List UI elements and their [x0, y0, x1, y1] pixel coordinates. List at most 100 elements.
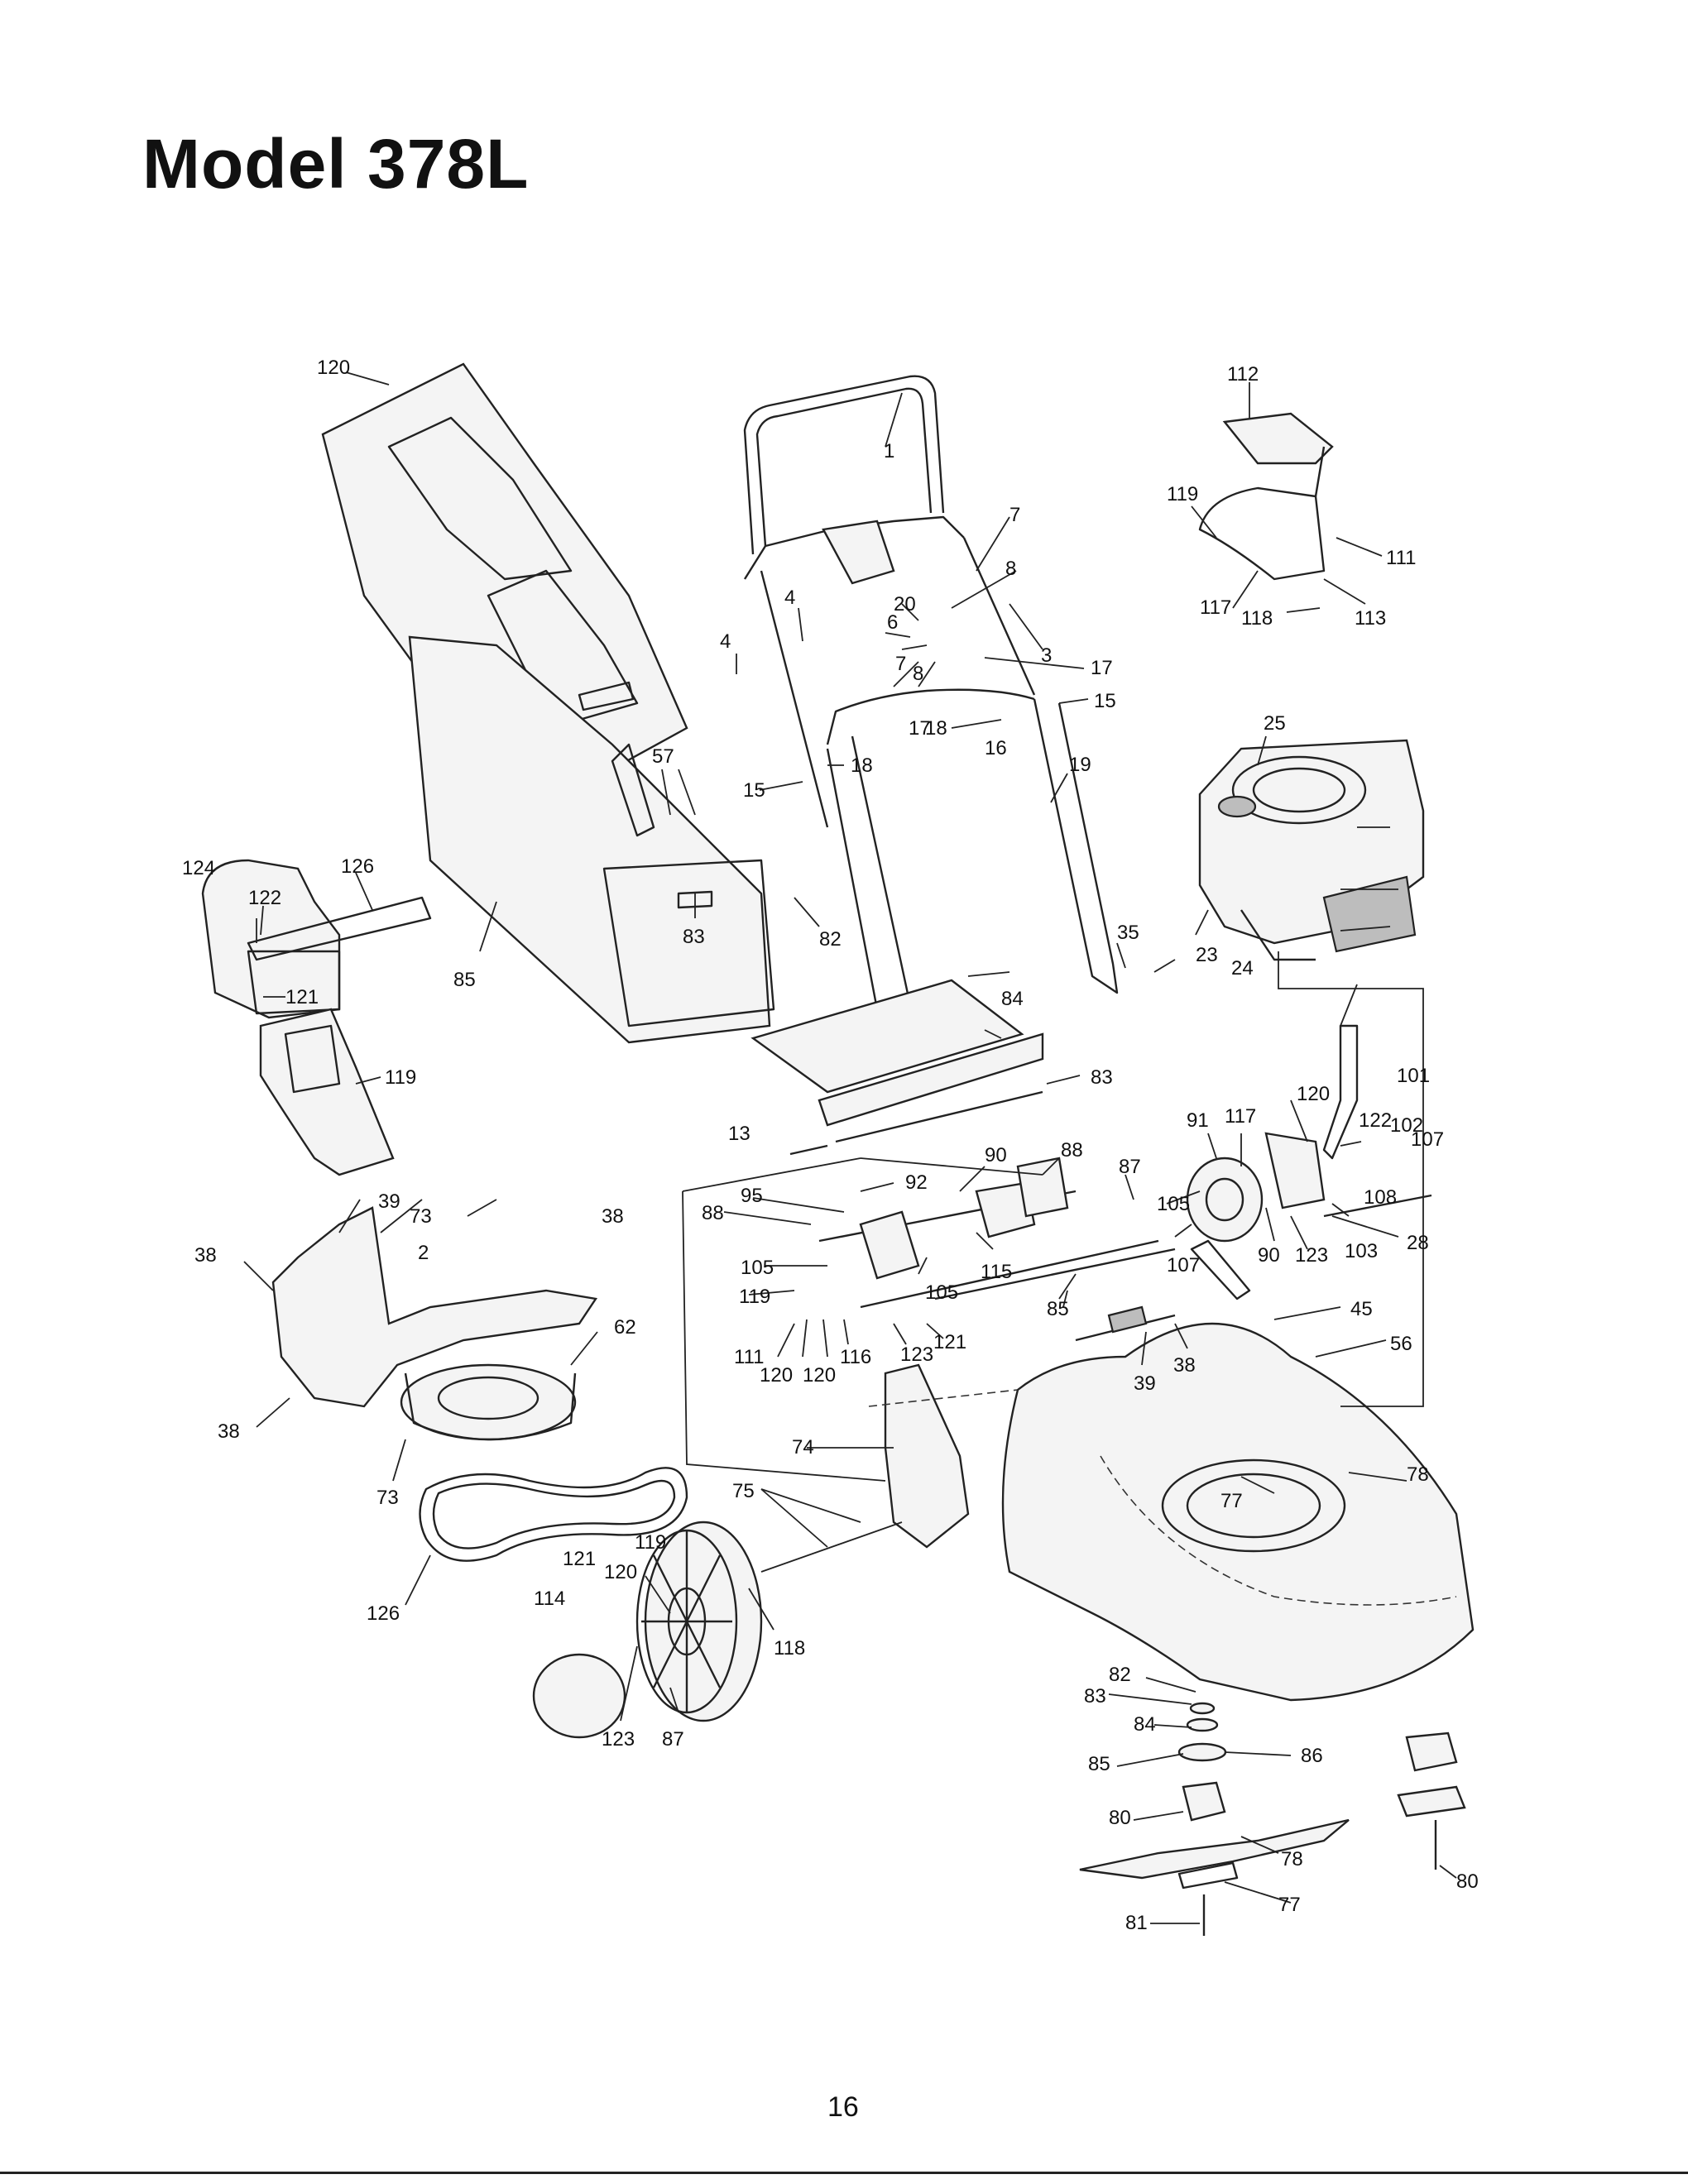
callout-label: 92: [905, 1171, 928, 1194]
callout-label: 38: [602, 1205, 624, 1228]
callout-label: 4: [784, 587, 795, 609]
callout-label: 13: [728, 1123, 750, 1145]
callout-label: 85: [453, 969, 476, 991]
callout-label: 80: [1109, 1807, 1131, 1829]
callout-label: 84: [1134, 1713, 1156, 1736]
callout-label: 78: [1281, 1848, 1303, 1870]
callout-label: 57: [652, 745, 674, 768]
callout-label: 122: [1359, 1109, 1392, 1132]
engine-drawing: [1198, 739, 1425, 961]
callout-label: 95: [741, 1185, 763, 1207]
callout-label: 82: [819, 928, 842, 951]
callout-label: 103: [1345, 1240, 1378, 1262]
callout-label: 19: [1069, 754, 1091, 776]
callout-label: 38: [1173, 1354, 1196, 1377]
callout-label: 111: [1386, 547, 1416, 569]
callout-label: 74: [792, 1436, 814, 1458]
callout-label: 75: [732, 1480, 755, 1502]
callout-label: 16: [985, 737, 1007, 759]
rear-baffle-drawing: [271, 1206, 598, 1441]
callout-label: 15: [1094, 690, 1116, 712]
callout-label: 18: [925, 717, 947, 740]
callout-label: 85: [1088, 1753, 1110, 1775]
drive-belt-drawing: [419, 1467, 688, 1562]
callout-label: 105: [1157, 1193, 1190, 1215]
callout-label: 24: [1231, 957, 1254, 979]
callout-label: 123: [602, 1728, 635, 1751]
callout-label: 101: [1397, 1065, 1430, 1087]
callout-label: 120: [1297, 1083, 1330, 1105]
callout-label: 45: [1350, 1298, 1373, 1320]
callout-label: 2: [418, 1242, 429, 1264]
drive-assembly-drawing: [818, 1024, 1432, 1342]
grass-bag-top-drawing: [321, 362, 688, 779]
callout-label: 121: [285, 986, 319, 1008]
callout-label: 108: [1364, 1186, 1397, 1209]
callout-label: 113: [1355, 607, 1386, 630]
rear-deflector-drawing: [750, 979, 1044, 1156]
callout-label: 28: [1407, 1232, 1429, 1254]
wheel-bracket-drawing: [884, 1363, 970, 1549]
page-number: 16: [827, 2091, 859, 2123]
callout-label: 120: [760, 1364, 793, 1387]
callout-label: 119: [1167, 483, 1198, 505]
callout-label: 38: [194, 1244, 217, 1267]
callout-label: 38: [218, 1420, 240, 1443]
bottom-rule: [0, 2172, 1688, 2174]
callout-label: 83: [1084, 1685, 1106, 1707]
callout-label: 88: [1061, 1139, 1083, 1161]
callout-label: 120: [803, 1364, 836, 1387]
callout-label: 121: [933, 1331, 966, 1353]
callout-label: 119: [635, 1531, 666, 1554]
callout-label: 3: [1041, 644, 1052, 667]
leader-lines: [243, 371, 1457, 1924]
callout-label: 85: [1047, 1298, 1069, 1320]
callout-label: 25: [1264, 712, 1286, 735]
callout-label: 73: [376, 1487, 399, 1509]
callout-label: 91: [1187, 1109, 1209, 1132]
callout-label: 88: [702, 1202, 724, 1224]
callout-label: 107: [1411, 1128, 1444, 1151]
callout-label: 82: [1109, 1664, 1131, 1686]
callout-label: 18: [851, 754, 873, 777]
callout-label: 118: [1241, 607, 1273, 630]
callout-label: 77: [1278, 1894, 1301, 1916]
callout-label: 83: [683, 926, 705, 948]
control-bracket-drawing: [1198, 412, 1334, 581]
callout-label: 120: [317, 357, 350, 379]
callout-label: 7: [1009, 504, 1020, 526]
callout-label: 123: [1295, 1244, 1328, 1267]
callout-label: 119: [385, 1066, 416, 1089]
callout-label: 126: [341, 855, 374, 878]
rear-side-cover-drawing: [201, 859, 432, 1019]
callout-label: 78: [1407, 1463, 1429, 1486]
callout-label: 90: [985, 1144, 1007, 1166]
callout-label: 17: [1091, 657, 1113, 679]
callout-label: 20: [894, 593, 916, 615]
callout-label: 90: [1258, 1244, 1280, 1267]
callout-label: 112: [1227, 363, 1259, 386]
callout-label: 81: [1125, 1912, 1148, 1934]
callout-label: 124: [182, 857, 215, 879]
callout-label: 105: [925, 1281, 958, 1304]
callout-label: 77: [1220, 1490, 1243, 1512]
callout-label: 15: [743, 779, 765, 802]
callout-label: 102: [1390, 1114, 1423, 1137]
callout-label: 105: [741, 1257, 774, 1279]
callout-label: 107: [1167, 1254, 1200, 1276]
callout-label: 119: [739, 1286, 770, 1308]
callout-label: 39: [378, 1190, 400, 1213]
callout-label: 118: [774, 1637, 805, 1660]
callout-label: 117: [1200, 596, 1231, 619]
callout-label: 17: [909, 717, 931, 740]
callout-label: 4: [720, 630, 731, 653]
callout-label: 6: [887, 611, 898, 634]
callout-label: 23: [1196, 944, 1218, 966]
callout-label: 121: [563, 1548, 596, 1570]
callout-label: 80: [1456, 1870, 1479, 1893]
callout-label: 56: [1390, 1333, 1412, 1355]
callout-label: 87: [662, 1728, 684, 1751]
callout-label: 8: [913, 663, 923, 685]
